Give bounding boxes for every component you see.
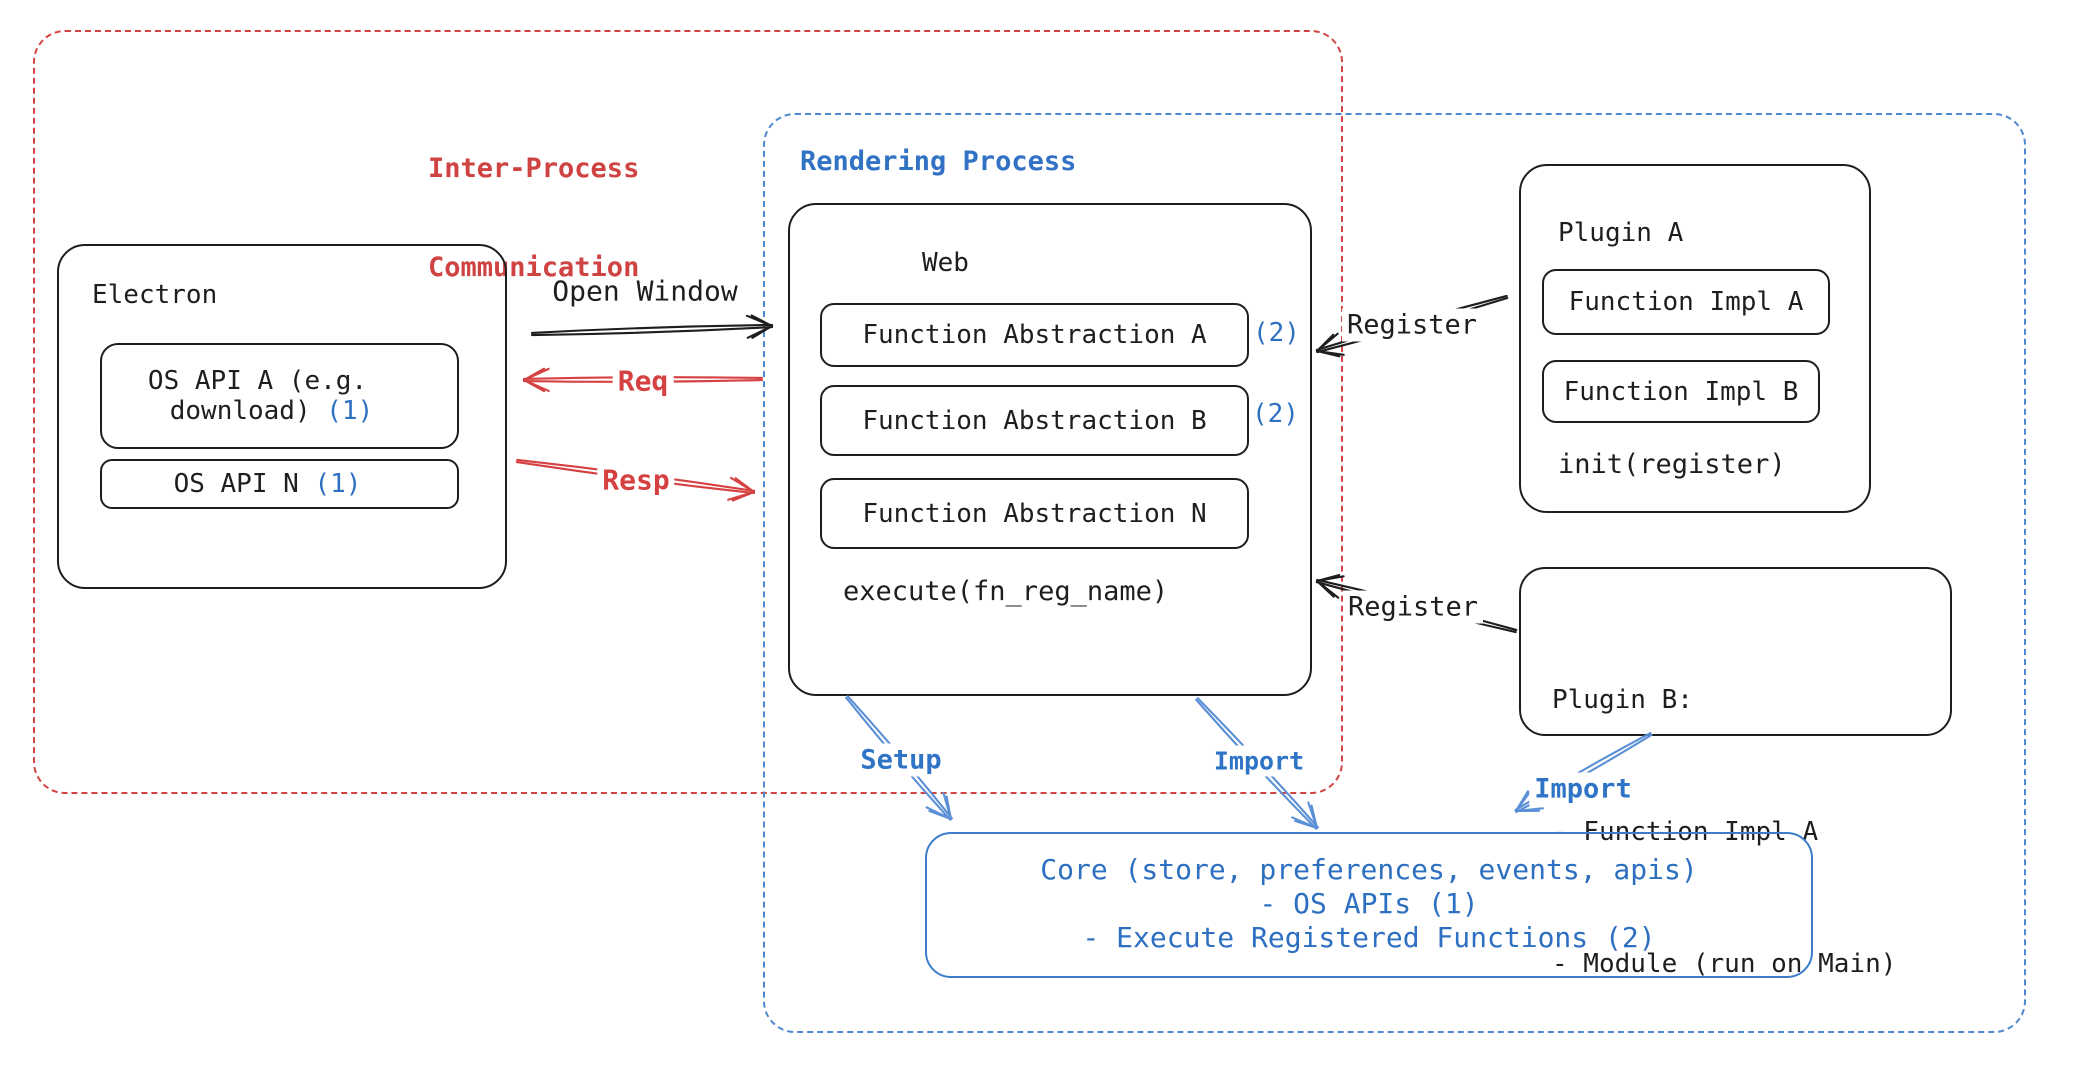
ipc-region-title: Inter-Process Communication	[428, 86, 639, 350]
core-box: Core (store, preferences, events, apis) …	[925, 832, 1813, 978]
function-abstraction-n-box: Function Abstraction N	[820, 478, 1249, 549]
register-bottom-label: Register	[1342, 590, 1484, 624]
plugin-b-text: Plugin B: - Function Impl A - Module (ru…	[1552, 590, 1896, 1066]
core-text: Core (store, preferences, events, apis) …	[927, 853, 1811, 955]
function-abstraction-b-box: Function Abstraction B	[820, 385, 1249, 456]
electron-box	[57, 244, 507, 589]
resp-label: Resp	[597, 462, 675, 498]
os-api-a-line2: download) (1)	[170, 396, 374, 426]
plugin-a-title: Plugin A	[1558, 218, 1684, 248]
core-line3: - Execute Registered Functions (2)	[1082, 921, 1656, 954]
req-label: Req	[612, 363, 674, 399]
os-api-a-line1: OS API A (e.g.	[147, 366, 368, 396]
plugin-a-box	[1519, 164, 1871, 513]
os-api-a-box: OS API A (e.g. download) (1)	[100, 343, 459, 449]
function-abstraction-n-label: Function Abstraction N	[862, 498, 1207, 529]
ipc-title-line1: Inter-Process	[428, 153, 640, 184]
function-abstraction-a-badge: (2)	[1253, 318, 1300, 348]
plugin-b-box	[1519, 567, 1952, 736]
setup-label: Setup	[855, 743, 947, 777]
os-api-a-label: download)	[169, 396, 311, 426]
function-impl-a-label: Function Impl A	[1568, 287, 1804, 317]
os-api-a-badge: (1)	[326, 396, 374, 426]
function-abstraction-b-badge: (2)	[1252, 399, 1299, 429]
web-box	[788, 203, 1312, 696]
core-line1: Core (store, preferences, events, apis)	[1040, 853, 1698, 886]
ipc-title-line2: Communication	[428, 252, 640, 283]
electron-title: Electron	[92, 280, 218, 310]
core-line2: - OS APIs (1)	[1259, 887, 1479, 920]
import-web-label: Import	[1208, 745, 1310, 777]
import-plugin-label: Import	[1529, 772, 1637, 806]
execute-label: execute(fn_reg_name)	[843, 576, 1169, 607]
os-api-n-badge: (1)	[314, 469, 362, 499]
os-api-n-label: OS API N	[173, 469, 299, 499]
init-register-label: init(register)	[1558, 449, 1786, 480]
open-window-label: Open Window	[552, 274, 738, 308]
rendering-region-title: Rendering Process	[800, 146, 1077, 177]
function-abstraction-a-box: Function Abstraction A	[820, 303, 1249, 367]
plugin-b-line3: - Module (run on Main)	[1552, 949, 1897, 979]
plugin-b-line1: Plugin B:	[1552, 685, 1693, 715]
function-impl-b-label: Function Impl B	[1563, 376, 1799, 407]
register-top-label: Register	[1341, 308, 1483, 342]
function-abstraction-a-label: Function Abstraction A	[862, 320, 1207, 350]
function-impl-b-box: Function Impl B	[1542, 360, 1820, 423]
os-api-n-box: OS API N (1)	[100, 459, 459, 509]
web-title: Web	[922, 248, 969, 278]
function-impl-a-box: Function Impl A	[1542, 269, 1830, 335]
ipc-region-box	[33, 30, 1343, 794]
function-abstraction-b-label: Function Abstraction B	[862, 405, 1207, 436]
rendering-region-box	[763, 113, 2026, 1033]
os-api-n-line: OS API N (1)	[174, 469, 362, 499]
